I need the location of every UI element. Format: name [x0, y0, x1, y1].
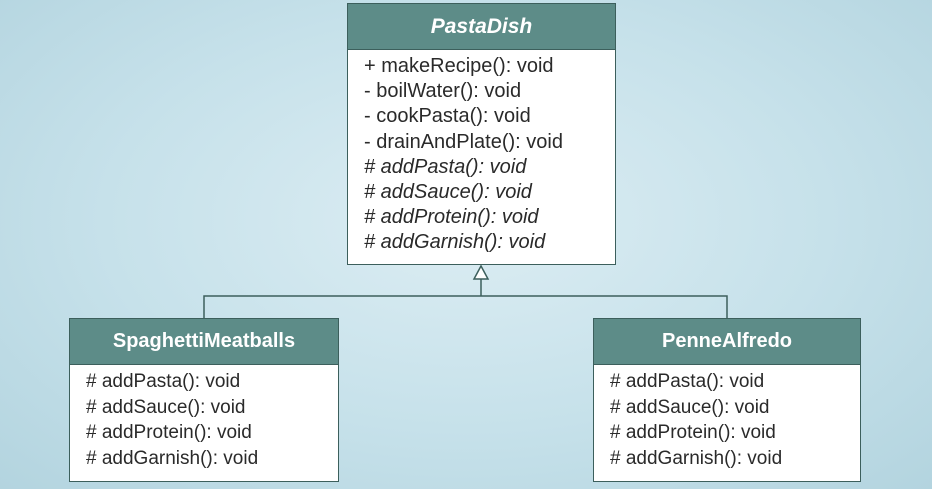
- method: + makeRecipe(): void: [364, 55, 554, 77]
- method-list: # addPasta(): void # addSauce(): void # …: [594, 365, 860, 471]
- class-box-pennealfredo: PenneAlfredo # addPasta(): void # addSau…: [593, 318, 861, 482]
- inheritance-arrow-icon: [472, 264, 490, 280]
- method: # addSauce(): void: [610, 396, 770, 418]
- method: # addGarnish(): void: [86, 447, 259, 469]
- method: # addProtein(): void: [364, 206, 539, 229]
- method: # addSauce(): void: [364, 181, 532, 204]
- method: # addPasta(): void: [610, 371, 765, 392]
- method: - drainAndPlate(): void: [364, 130, 563, 153]
- class-name: PastaDish: [348, 4, 615, 50]
- method: # addPasta(): void: [86, 371, 241, 392]
- method: # addProtein(): void: [610, 422, 776, 443]
- method: # addSauce(): void: [86, 396, 246, 418]
- method: # addGarnish(): void: [364, 231, 546, 254]
- class-name: SpaghettiMeatballs: [70, 319, 338, 365]
- method: # addGarnish(): void: [610, 447, 783, 469]
- method: - boilWater(): void: [364, 80, 522, 103]
- class-box-pastadish: PastaDish + makeRecipe(): void - boilWat…: [347, 3, 616, 265]
- method-list: # addPasta(): void # addSauce(): void # …: [70, 365, 338, 471]
- method: - cookPasta(): void: [364, 105, 531, 128]
- connector-line: [203, 295, 728, 318]
- method: # addProtein(): void: [86, 422, 252, 443]
- method: # addPasta(): void: [364, 155, 527, 178]
- class-box-spaghettimeatballs: SpaghettiMeatballs # addPasta(): void # …: [69, 318, 339, 482]
- class-name: PenneAlfredo: [594, 319, 860, 365]
- method-list: + makeRecipe(): void - boilWater(): void…: [348, 50, 615, 256]
